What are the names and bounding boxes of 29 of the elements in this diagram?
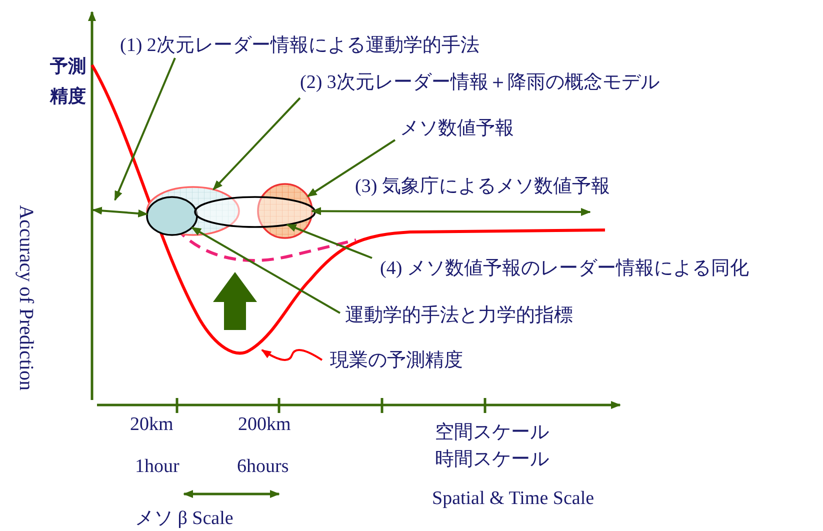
tick-label: 20km (130, 414, 174, 436)
axis-label: Spatial & Time Scale (432, 488, 594, 510)
axis-label: 予測精度 (50, 55, 87, 109)
leader-line (212, 97, 301, 190)
callout-text: (2) 3次元レーダー情報＋降雨の概念モデル (300, 72, 660, 94)
callout-text: メソ数値予報 (400, 118, 514, 140)
hatched-circle (257, 183, 313, 239)
leader-line (261, 349, 323, 361)
hatched-ellipse (146, 186, 240, 236)
ellipse (146, 196, 198, 236)
callout-text: 運動学的手法と力学的指標 (345, 305, 573, 327)
tick-label: 6hours (237, 456, 289, 478)
leader-line (191, 226, 340, 314)
axis-label: メソ β Scale (135, 508, 234, 530)
tick-label: 時間スケール (435, 449, 549, 471)
ellipse (194, 196, 316, 228)
range-arrow (92, 206, 148, 218)
range-arrow (311, 207, 591, 216)
tick-label: 200km (238, 414, 291, 436)
callout-text: (3) 気象庁によるメソ数値予報 (355, 176, 610, 198)
leader-line (286, 224, 372, 259)
tick-label: 1hour (135, 456, 180, 478)
tick-label: 空間スケール (435, 422, 549, 444)
axis-label: Accuracy of Prediction (15, 205, 37, 392)
callout-text: (4) メソ数値予報のレーダー情報による同化 (380, 258, 749, 280)
callout-text: 現業の予測精度 (330, 350, 463, 372)
leader-line (306, 139, 396, 198)
leader-line (114, 58, 176, 201)
callout-text: (1) 2次元レーダー情報による運動学的手法 (120, 35, 480, 57)
